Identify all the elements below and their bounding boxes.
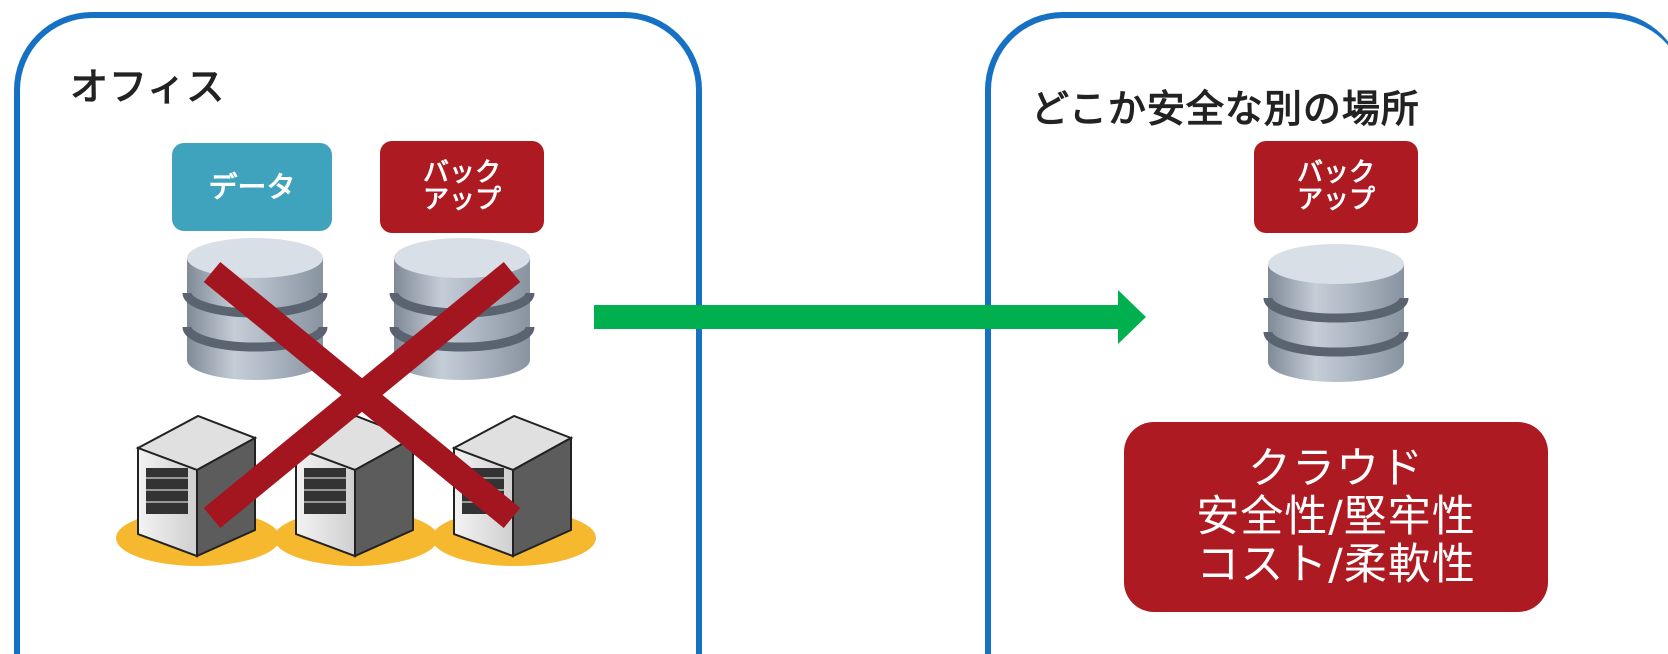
- arrow-right-icon: [594, 290, 1146, 344]
- office-title: オフィス: [70, 65, 226, 109]
- remote-backup-database-icon: [1263, 244, 1409, 382]
- server-icon: [274, 414, 438, 566]
- office-backup-label: バック アップ: [380, 141, 544, 233]
- remote-location-title: どこか安全な別の場所: [1031, 87, 1420, 131]
- cloud-line-3: コスト/柔軟性: [1196, 540, 1476, 591]
- cross-out-icon: [203, 261, 521, 529]
- server-icon: [432, 414, 596, 566]
- remote-backup-label: バック アップ: [1254, 141, 1418, 233]
- cloud-line-2: 安全性/堅牢性: [1196, 491, 1476, 542]
- data-label: データ: [172, 143, 332, 231]
- cloud-benefits-box: クラウド 安全性/堅牢性 コスト/柔軟性: [1124, 422, 1548, 612]
- cloud-line-1: クラウド: [1248, 443, 1424, 494]
